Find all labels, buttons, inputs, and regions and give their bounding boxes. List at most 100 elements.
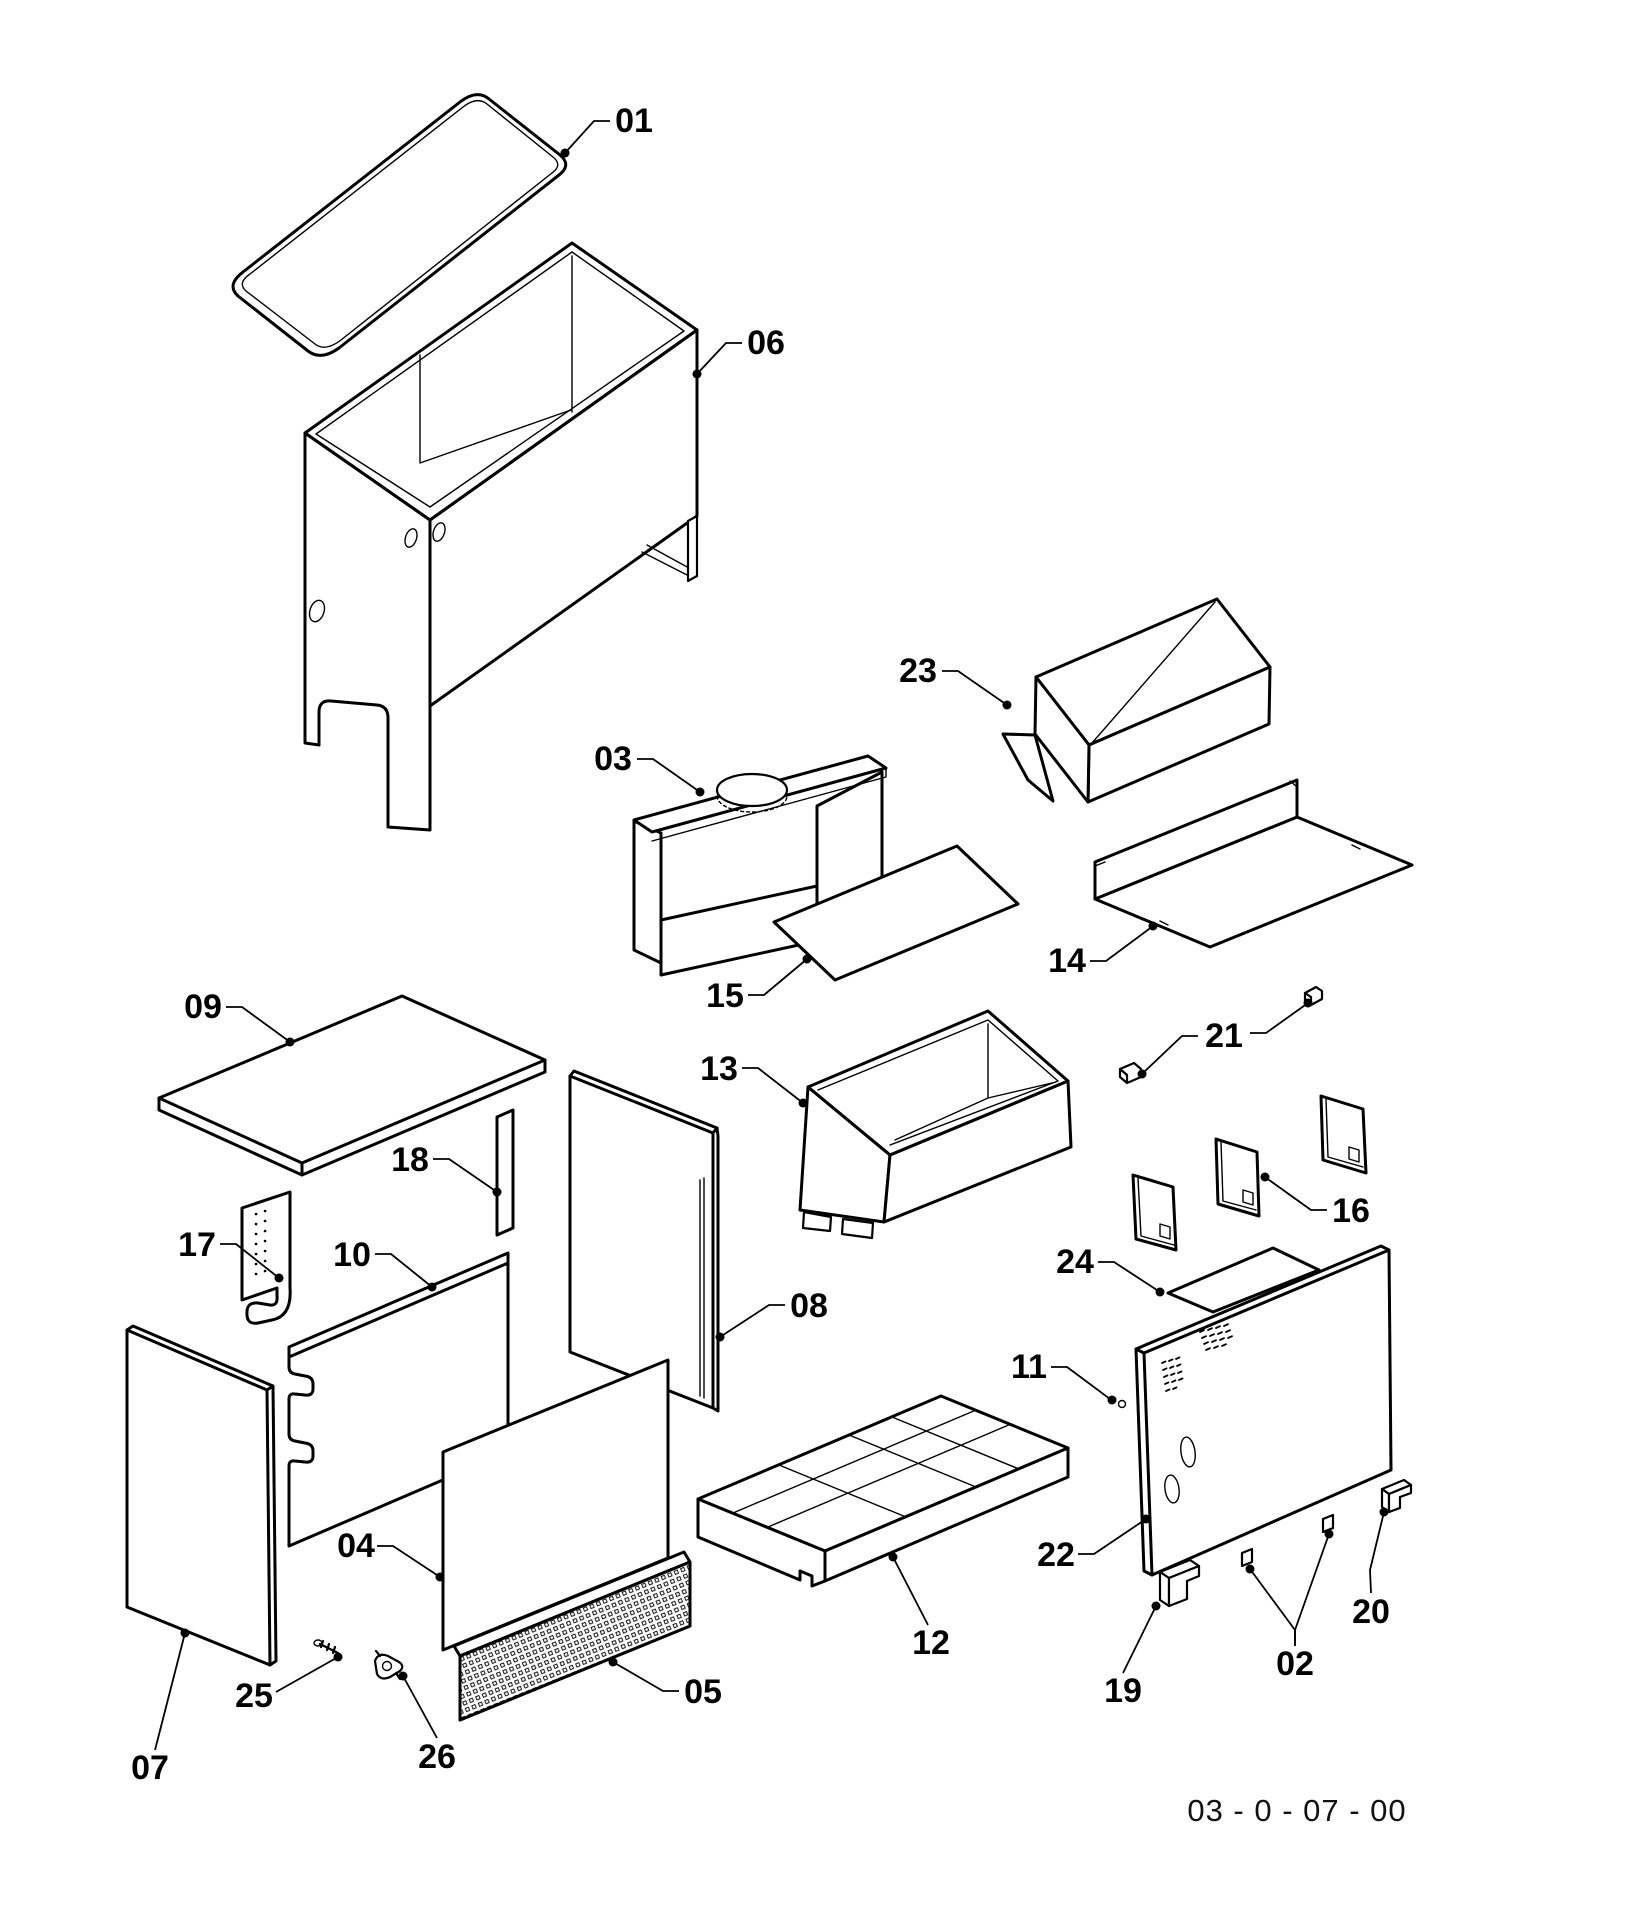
part-09-top-panel	[157, 994, 547, 1177]
callout-23: 23	[899, 652, 1012, 710]
shelf-face	[1093, 815, 1414, 949]
callout-dot	[1260, 1172, 1270, 1182]
disc-edge	[716, 795, 788, 813]
part-16-small-plates	[1131, 1094, 1368, 1252]
leader-line	[154, 1632, 186, 1751]
part-number-label: 01	[615, 102, 653, 140]
callout-06: 06	[692, 324, 785, 379]
callout-09: 09	[184, 988, 295, 1047]
part-number-label: 05	[684, 1673, 722, 1711]
thickness-edge	[287, 1251, 510, 1359]
callout-dot	[1324, 1529, 1334, 1539]
callout-25: 25	[235, 1652, 343, 1715]
top-rim	[806, 1009, 1070, 1157]
callout-dot	[435, 1572, 445, 1582]
callout-12: 12	[888, 1552, 950, 1662]
thickness-edge	[1134, 1244, 1391, 1577]
leader-line	[564, 120, 610, 154]
screw-head	[313, 1639, 323, 1647]
part-24-flat-sheet	[1166, 1246, 1321, 1314]
part-13-hopper-bin	[798, 1009, 1073, 1240]
plate	[1214, 1137, 1261, 1218]
outline	[1166, 1246, 1321, 1314]
part-12-compartment-tray	[696, 1394, 1070, 1588]
leader-line	[742, 1067, 804, 1104]
leader-line	[377, 1545, 441, 1578]
face	[125, 1328, 272, 1667]
part-number-label: 20	[1352, 1593, 1390, 1631]
part-23-carton-sleeve	[1001, 597, 1272, 804]
clamp-hole	[381, 1660, 393, 1672]
callout-dot	[1245, 1564, 1255, 1574]
part-number-label: 16	[1332, 1192, 1370, 1230]
leader-line	[612, 1661, 679, 1692]
leader-line	[1250, 1002, 1309, 1034]
thickness-edge	[568, 1069, 720, 1413]
thickness-edge	[157, 1058, 547, 1177]
callout-dot	[1107, 1395, 1117, 1405]
part-03-console	[632, 754, 888, 977]
callout-19: 19	[1104, 1601, 1161, 1710]
part-06-cabinet-body	[303, 241, 699, 832]
leader-line	[275, 1656, 339, 1693]
callout-26: 26	[398, 1671, 456, 1776]
callout-dot	[333, 1652, 343, 1662]
face	[568, 1074, 715, 1410]
part-22-door-panel	[1134, 1244, 1393, 1577]
leader-line	[1264, 1176, 1327, 1211]
fold-line	[699, 1177, 705, 1399]
leader-line	[402, 1675, 438, 1739]
part-25-screw	[313, 1639, 340, 1655]
right-leg	[686, 514, 699, 583]
leader-line	[1294, 1533, 1330, 1646]
foot-tab	[801, 1210, 833, 1233]
callout-04: 04	[337, 1527, 445, 1582]
slot	[1164, 1474, 1180, 1504]
callout-24: 24	[1056, 1243, 1165, 1297]
part-14-shelf-bracket	[1093, 778, 1414, 949]
leader-line	[892, 1556, 929, 1626]
clip	[1240, 1547, 1254, 1568]
part-number-label: 02	[1276, 1645, 1314, 1683]
callout-dot	[802, 954, 812, 964]
tabs	[1094, 780, 1361, 926]
leader-line	[942, 670, 1008, 706]
step-face	[1167, 1564, 1201, 1608]
slot	[1180, 1436, 1196, 1468]
callout-layer: 01 06 23 03 15 14 09	[131, 102, 1390, 1787]
callout-22: 22	[1037, 1514, 1151, 1574]
callout-01: 01	[560, 102, 653, 158]
outline	[231, 93, 568, 357]
callout-20: 20	[1352, 1507, 1390, 1631]
callout-18: 18	[391, 1141, 502, 1197]
side	[1158, 1570, 1171, 1608]
callout-13: 13	[700, 1050, 808, 1108]
callout-dot	[427, 1282, 437, 1292]
drawing-code: 03 - 0 - 07 - 00	[1187, 1793, 1406, 1828]
interior-corners	[419, 255, 573, 464]
callout-dot	[180, 1628, 190, 1638]
part-number-label: 11	[1011, 1348, 1047, 1386]
part-number-label: 09	[184, 988, 222, 1026]
callout-dot	[798, 1098, 808, 1108]
part-number-label: 19	[1104, 1672, 1142, 1710]
leader-line	[226, 1006, 291, 1043]
part-02-clip-plates	[1240, 1513, 1335, 1568]
part-number-label: 14	[1048, 942, 1086, 980]
open-end	[1033, 675, 1091, 804]
right-wall	[428, 328, 699, 708]
callout-dot	[1151, 1601, 1161, 1611]
callout-08: 08	[715, 1287, 828, 1342]
outline	[495, 1108, 515, 1237]
leader-line	[1141, 1035, 1198, 1075]
part-number-label: 06	[747, 324, 785, 362]
disc-cap	[715, 772, 789, 808]
callout-03: 03	[594, 740, 705, 797]
part-number-label: 21	[1205, 1017, 1243, 1055]
inner-rim	[315, 251, 685, 508]
callout-dot	[1379, 1507, 1389, 1517]
callout-dot	[1141, 1514, 1151, 1524]
callout-dot	[1303, 998, 1313, 1008]
callout-11: 11	[1011, 1348, 1117, 1405]
